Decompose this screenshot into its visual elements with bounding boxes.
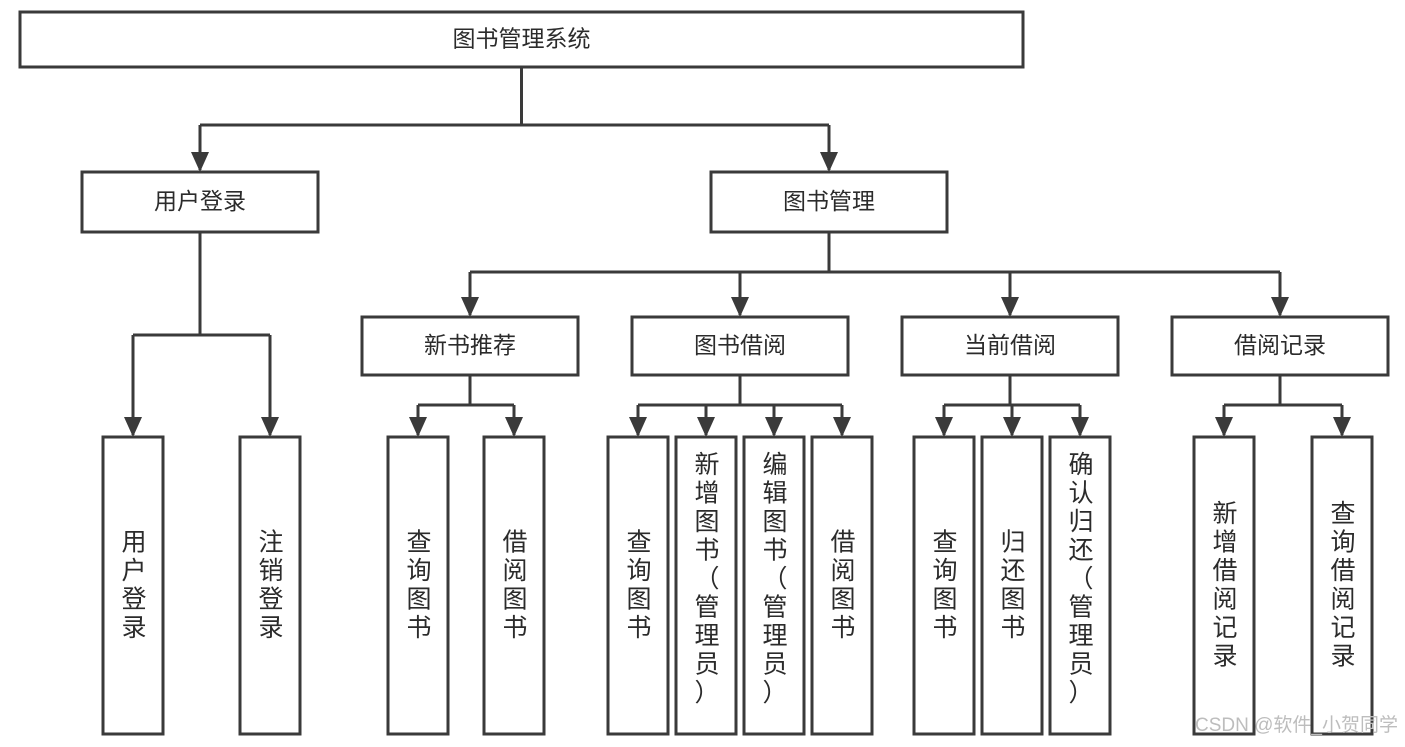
node-label: 借阅图书 bbox=[502, 529, 527, 643]
csdn-watermark: CSDN @软件_小贺同学 bbox=[1195, 714, 1398, 736]
node-box[interactable] bbox=[80, 170, 320, 234]
node-label: 归还图书 bbox=[1000, 529, 1025, 643]
node-leaf-query-book-1[interactable]: 查询图书 bbox=[386, 435, 450, 736]
node-box[interactable] bbox=[1310, 435, 1374, 736]
node-leaf-borrow-book-2[interactable]: 借阅图书 bbox=[810, 435, 874, 736]
node-book-manage[interactable]: 图书管理 bbox=[709, 170, 949, 234]
node-box[interactable] bbox=[1048, 435, 1112, 736]
connector-lines bbox=[124, 67, 1351, 437]
node-leaf-borrow-book-1[interactable]: 借阅图书 bbox=[482, 435, 546, 736]
node-leaf-return-book[interactable]: 归还图书 bbox=[980, 435, 1044, 736]
node-box[interactable] bbox=[18, 10, 1025, 69]
node-root[interactable]: 图书管理系统 bbox=[18, 10, 1025, 69]
node-box[interactable] bbox=[238, 435, 302, 736]
node-box[interactable] bbox=[1192, 435, 1256, 736]
node-box[interactable] bbox=[630, 315, 850, 377]
node-label: 新增借阅记录 bbox=[1212, 500, 1237, 671]
node-label: 新增图书（管理员） bbox=[694, 451, 719, 707]
node-label: 查询图书 bbox=[406, 529, 431, 643]
node-box[interactable] bbox=[912, 435, 976, 736]
node-box[interactable] bbox=[606, 435, 670, 736]
node-leaf-add-book[interactable]: 新增图书（管理员） bbox=[674, 435, 738, 736]
node-boxes: 图书管理系统用户登录图书管理新书推荐图书借阅当前借阅借阅记录用户登录注销登录查询… bbox=[18, 10, 1390, 736]
node-new-book-recommend[interactable]: 新书推荐 bbox=[360, 315, 580, 377]
node-box[interactable] bbox=[386, 435, 450, 736]
node-leaf-logout[interactable]: 注销登录 bbox=[238, 435, 302, 736]
node-box[interactable] bbox=[980, 435, 1044, 736]
node-leaf-query-book-2[interactable]: 查询图书 bbox=[606, 435, 670, 736]
node-box[interactable] bbox=[810, 435, 874, 736]
node-label: 注销登录 bbox=[258, 529, 283, 643]
node-label: 当前借阅 bbox=[964, 332, 1056, 358]
node-label: 图书借阅 bbox=[694, 332, 786, 358]
node-leaf-add-record[interactable]: 新增借阅记录 bbox=[1192, 435, 1256, 736]
node-book-borrow[interactable]: 图书借阅 bbox=[630, 315, 850, 377]
node-leaf-confirm-return[interactable]: 确认归还（管理员） bbox=[1048, 435, 1112, 736]
node-current-borrow[interactable]: 当前借阅 bbox=[900, 315, 1120, 377]
node-user-login[interactable]: 用户登录 bbox=[80, 170, 320, 234]
node-leaf-query-book-3[interactable]: 查询图书 bbox=[912, 435, 976, 736]
node-box[interactable] bbox=[709, 170, 949, 234]
node-leaf-query-record[interactable]: 查询借阅记录 bbox=[1310, 435, 1374, 736]
node-box[interactable] bbox=[360, 315, 580, 377]
node-label: 查询图书 bbox=[932, 529, 957, 643]
node-label: 新书推荐 bbox=[424, 332, 516, 358]
node-box[interactable] bbox=[674, 435, 738, 736]
node-label: 图书管理 bbox=[783, 188, 875, 214]
node-box[interactable] bbox=[482, 435, 546, 736]
node-label: 借阅图书 bbox=[830, 529, 855, 643]
node-leaf-edit-book[interactable]: 编辑图书（管理员） bbox=[742, 435, 806, 736]
node-label: 图书管理系统 bbox=[453, 26, 591, 52]
node-borrow-record[interactable]: 借阅记录 bbox=[1170, 315, 1390, 377]
node-label: 查询图书 bbox=[626, 529, 651, 643]
node-label: 用户登录 bbox=[121, 529, 146, 643]
node-label: 确认归还（管理员） bbox=[1068, 451, 1093, 707]
node-label: 编辑图书（管理员） bbox=[762, 451, 787, 707]
node-box[interactable] bbox=[101, 435, 165, 736]
node-box[interactable] bbox=[742, 435, 806, 736]
node-box[interactable] bbox=[900, 315, 1120, 377]
node-label: 借阅记录 bbox=[1234, 332, 1326, 358]
node-leaf-user-login[interactable]: 用户登录 bbox=[101, 435, 165, 736]
node-box[interactable] bbox=[1170, 315, 1390, 377]
node-label: 查询借阅记录 bbox=[1330, 500, 1355, 671]
node-label: 用户登录 bbox=[154, 188, 246, 214]
